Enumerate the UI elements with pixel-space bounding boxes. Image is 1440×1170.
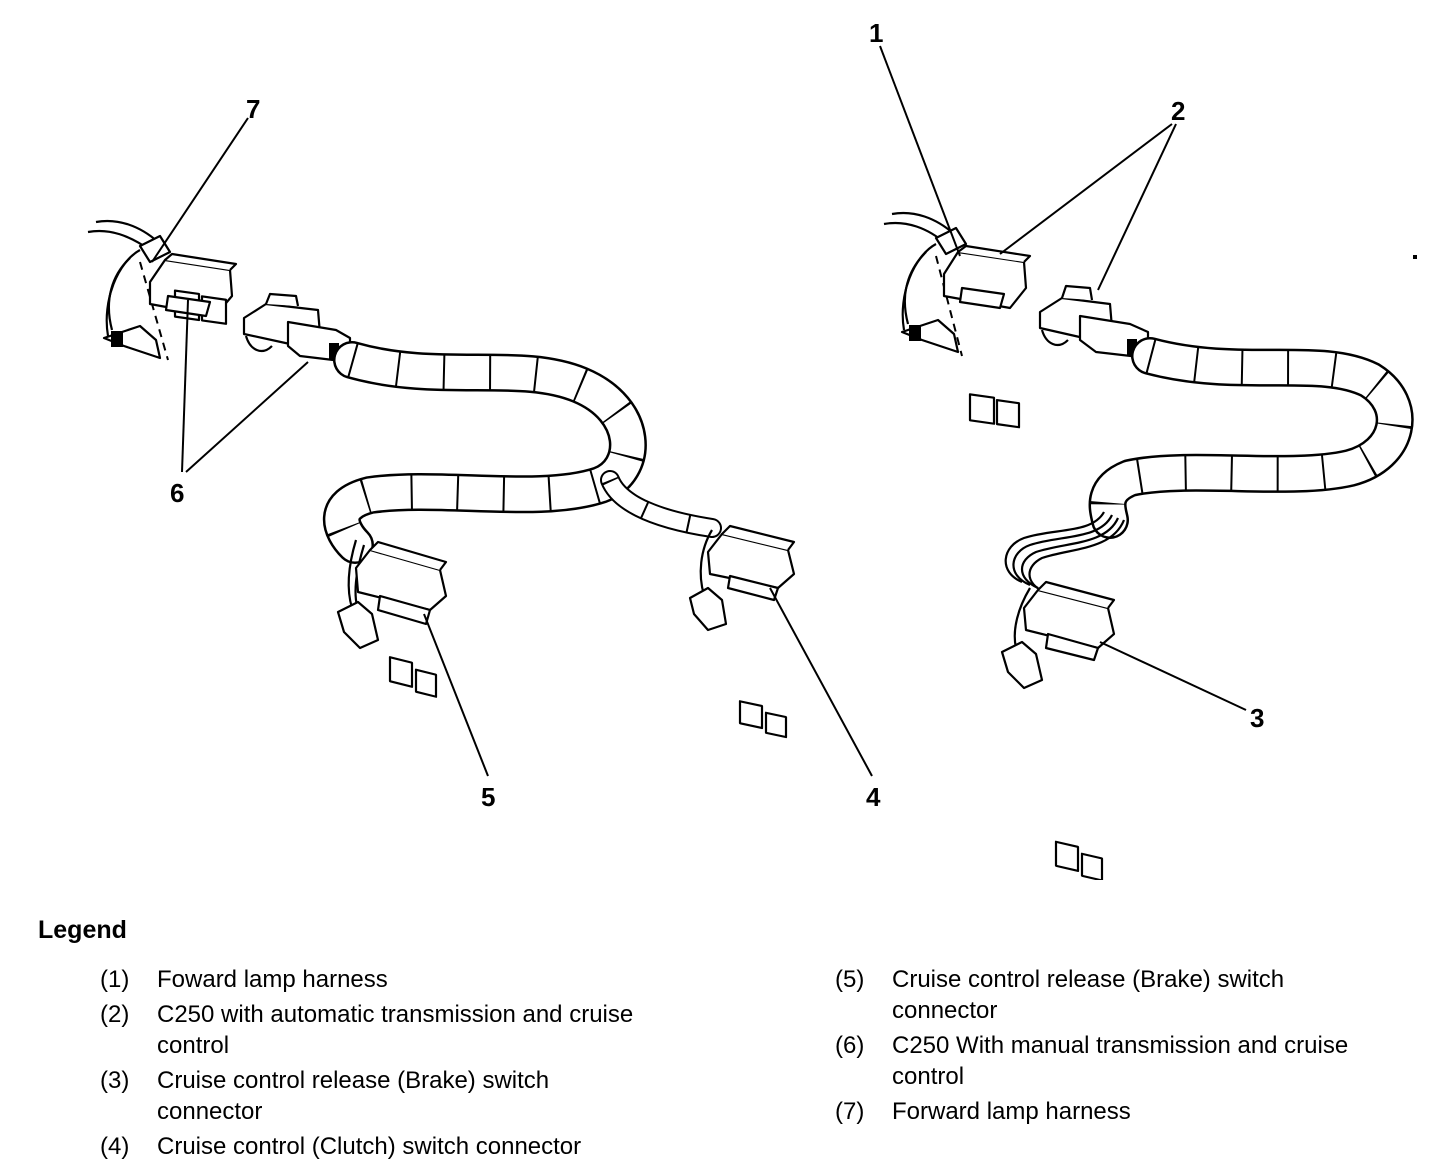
legend-item-7: (7) Forward lamp harness — [835, 1096, 1395, 1127]
legend-text: Forward lamp harness — [892, 1098, 1131, 1125]
legend-column-left: (1) Foward lamp harness (2) C250 with au… — [100, 964, 700, 1166]
legend-text: Cruise control release (Brake) switch co… — [157, 1067, 550, 1125]
legend-column-right: (5) Cruise control release (Brake) switc… — [835, 964, 1395, 1131]
legend-title: Legend — [38, 916, 127, 944]
legend-text: Cruise control release (Brake) switch co… — [892, 966, 1285, 1024]
callout-3: 3 — [1250, 703, 1264, 733]
legend-text: C250 With manual transmission and cruise… — [892, 1032, 1349, 1090]
legend-item-4: (4) Cruise control (Clutch) switch conne… — [100, 1131, 700, 1162]
legend-number: (1) — [100, 966, 130, 993]
c250-connector-left-male — [242, 292, 352, 364]
harness-diagram: 7 6 5 4 — [87, 18, 1417, 880]
stray-mark — [1413, 255, 1417, 259]
forward-lamp-harness-left — [87, 219, 172, 361]
c250-connector-right-male — [1038, 284, 1150, 360]
leader-3 — [1099, 641, 1247, 711]
legend-item-5: (5) Cruise control release (Brake) switc… — [835, 964, 1395, 1026]
legend-number: (2) — [100, 1001, 130, 1028]
leader-4 — [769, 587, 873, 777]
harness-main-left — [322, 341, 722, 564]
callout-6: 6 — [170, 478, 184, 508]
legend-text: Cruise control (Clutch) switch connector — [157, 1133, 582, 1160]
callout-7: 7 — [246, 94, 260, 124]
left-harness-assembly: 7 6 5 4 — [87, 94, 881, 812]
callout-4: 4 — [866, 782, 881, 812]
leader-1 — [879, 45, 961, 257]
legend-text: C250 with automatic transmission and cru… — [157, 1001, 634, 1059]
clutch-switch-connector — [688, 524, 796, 739]
right-harness-assembly: 1 2 3 — [869, 18, 1417, 880]
callout-1: 1 — [869, 18, 883, 48]
brake-switch-connector-right — [1000, 580, 1116, 880]
callout-5: 5 — [481, 782, 495, 812]
legend-item-6: (6) C250 With manual transmission and cr… — [835, 1030, 1395, 1092]
leader-2a — [999, 123, 1173, 255]
legend-number: (3) — [100, 1067, 130, 1094]
leader-2b — [1097, 123, 1177, 291]
legend-number: (4) — [100, 1133, 130, 1160]
legend-item-2: (2) C250 with automatic transmission and… — [100, 999, 700, 1061]
legend-number: (7) — [835, 1098, 865, 1125]
legend-number: (5) — [835, 966, 865, 993]
c250-connector-left-female — [148, 252, 238, 325]
forward-lamp-harness-right — [883, 211, 968, 357]
leader-6a — [181, 299, 189, 473]
callout-2: 2 — [1171, 96, 1185, 126]
c250-connector-right-female — [942, 244, 1032, 429]
legend-text: Foward lamp harness — [157, 966, 388, 993]
legend-number: (6) — [835, 1032, 865, 1059]
leader-6b — [185, 361, 309, 473]
leader-5 — [423, 613, 489, 777]
legend-item-1: (1) Foward lamp harness — [100, 964, 700, 995]
legend: Legend (1) Foward lamp harness (2) C250 … — [0, 900, 1440, 1170]
harness-main-right — [1004, 337, 1414, 593]
brake-switch-connector-left — [336, 539, 448, 698]
leader-7 — [151, 117, 249, 263]
legend-item-3: (3) Cruise control release (Brake) switc… — [100, 1065, 700, 1127]
